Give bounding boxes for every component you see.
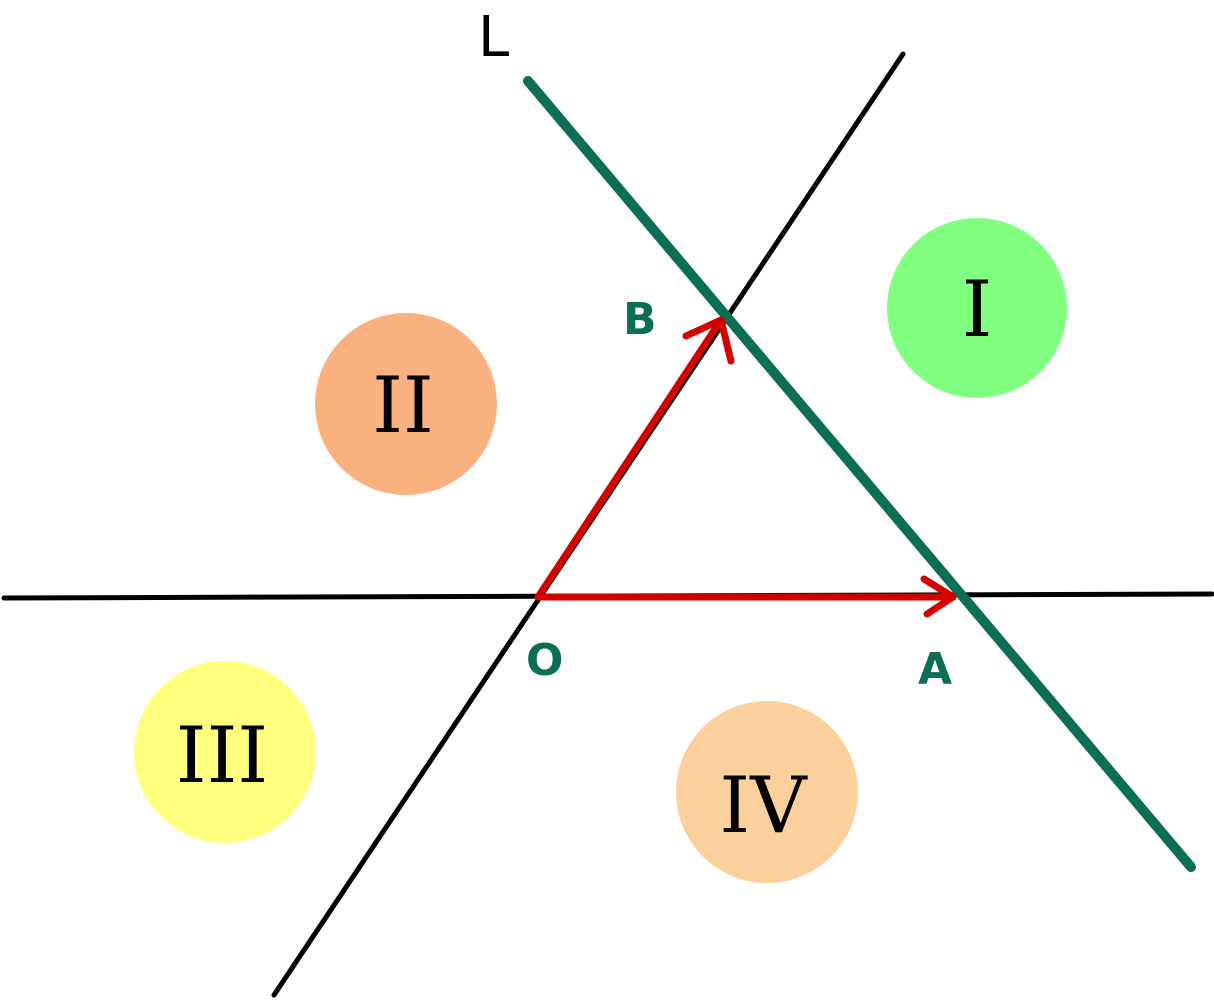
vector-oa-arrowhead	[920, 575, 957, 618]
region-2-label: II	[372, 361, 434, 451]
line-l	[523, 76, 1196, 872]
region-1-label: I	[962, 265, 993, 355]
point-o-label: O	[526, 635, 563, 686]
line-l-label: L	[478, 5, 509, 70]
vector-ob-arrowhead	[682, 316, 735, 365]
region-4-label: IV	[719, 761, 808, 851]
vector-ob	[534, 316, 725, 601]
region-3-label: III	[176, 711, 268, 801]
region-3-circle	[134, 661, 316, 843]
region-4-circle	[676, 701, 858, 883]
region-2-circle	[315, 313, 497, 495]
point-b-label: B	[623, 294, 657, 345]
region-1-circle	[887, 218, 1067, 398]
point-a-label: A	[918, 644, 952, 695]
